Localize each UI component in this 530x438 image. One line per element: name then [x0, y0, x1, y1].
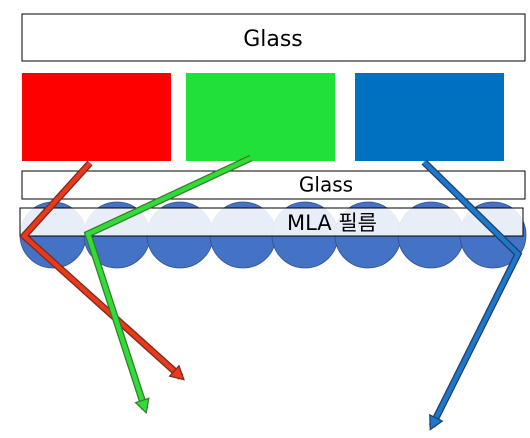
green-subpixel — [186, 73, 335, 161]
middle-glass-label: Glass — [299, 173, 353, 197]
green-light-ray-arrow — [83, 154, 253, 415]
top-glass-label: Glass — [243, 27, 303, 52]
top-glass-layer: Glass — [21, 13, 526, 62]
mla-film-layer: MLA 필름 — [19, 207, 524, 237]
mla-film-label: MLA 필름 — [287, 211, 377, 235]
blue-light-ray-arrow — [421, 159, 523, 431]
red-subpixel — [22, 73, 171, 161]
light-rays — [19, 154, 523, 431]
blue-subpixel — [355, 73, 504, 161]
red-light-ray-arrow — [19, 160, 185, 381]
